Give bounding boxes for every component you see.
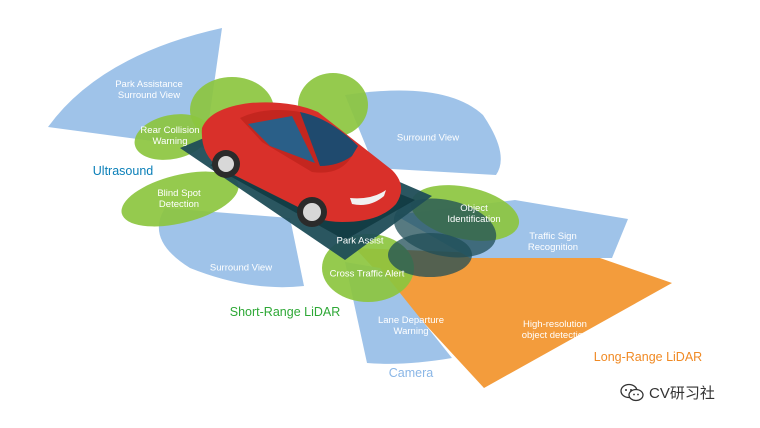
camera-zone-surround-top [345,90,501,175]
legend-short-range-lidar: Short-Range LiDAR [229,305,341,319]
label-traffic-sign: Traffic Sign Recognition [527,231,579,253]
watermark-text: CV研习社 [649,385,715,402]
car [201,102,415,240]
camera-zone-surround-bottom [158,208,304,288]
label-park-assist: Park Assist [336,235,384,247]
label-surround-view-bottom: Surround View [209,262,273,274]
label-blind-spot: Blind Spot Detection [157,188,201,210]
wechat-icon [620,383,644,401]
watermark: CV研习社 [620,382,715,403]
label-high-resolution: High-resolution object detection [521,319,589,341]
label-cross-traffic: Cross Traffic Alert [329,268,405,280]
long-range-lidar-zone [355,248,672,388]
label-park-assistance: Park Assistance Surround View [115,79,183,101]
legend-camera: Camera [388,366,434,380]
car-hubcap-rear [218,156,234,172]
legend-long-range-lidar: Long-Range LiDAR [593,350,703,364]
car-side-window [248,116,315,163]
short-range-lidar-zone-bottom [388,233,472,277]
ultrasound-zone-blind-spot [121,171,239,227]
label-rear-collision: Rear Collision Warning [140,125,200,147]
label-surround-view-top: Surround View [396,132,460,144]
car-headlight [350,190,386,205]
car-hubcap-front [303,203,321,221]
car-windshield [300,112,358,166]
label-object-identification: Object Identification [447,203,501,225]
label-lane-departure: Lane Departure Warning [377,315,445,337]
legend-ultrasound: Ultrasound [92,164,154,178]
